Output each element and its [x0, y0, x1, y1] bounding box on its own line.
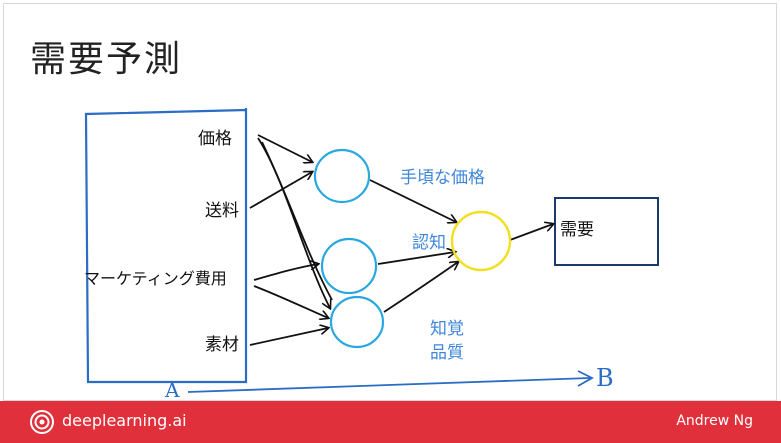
output-label-demand: 需要 [560, 220, 594, 240]
slide-frame [3, 3, 777, 401]
edge-marketing-awareness [253, 264, 318, 281]
input-label-price: 価格 [198, 129, 232, 149]
input-label-material: 素材 [205, 335, 239, 355]
edge-marketing-quality [253, 285, 328, 318]
annotation-perceived-quality-line2: 品質 [430, 343, 464, 363]
edge-shipping-affordability [249, 172, 312, 209]
footer-brand: deeplearning.ai [62, 411, 187, 430]
hidden-node-awareness [320, 237, 378, 295]
input-box [84, 108, 248, 384]
edge-quality-output [383, 262, 458, 313]
footer-author: Andrew Ng [676, 413, 753, 429]
edge-output-demand [509, 224, 553, 241]
annotation-awareness: 認知 [412, 233, 446, 253]
a-to-b-arrow [187, 377, 591, 393]
output-box [554, 197, 659, 266]
output-node [450, 210, 512, 272]
output-mark-b: B [596, 364, 614, 392]
input-label-shipping: 送料 [205, 201, 239, 221]
input-label-marketing: マーケティング費用 [84, 269, 227, 288]
edge-affordability-output [369, 179, 456, 222]
a-to-b-arrowhead [577, 370, 594, 387]
footer-bar: deeplearning.ai Andrew Ng [0, 401, 781, 443]
edge-material-quality [249, 328, 328, 346]
edge-price-quality-2 [261, 141, 333, 301]
annotation-affordability: 手頃な価格 [400, 168, 485, 188]
slide-title: 需要予測 [30, 39, 183, 80]
edge-price-affordability [257, 134, 312, 162]
annotation-perceived-quality-line1: 知覚 [430, 319, 464, 339]
hidden-node-quality [329, 295, 385, 349]
input-mark-a: A [165, 378, 180, 402]
hidden-node-affordability [313, 148, 371, 204]
edge-awareness-output [377, 252, 455, 265]
deeplearning-logo-icon [30, 410, 54, 434]
